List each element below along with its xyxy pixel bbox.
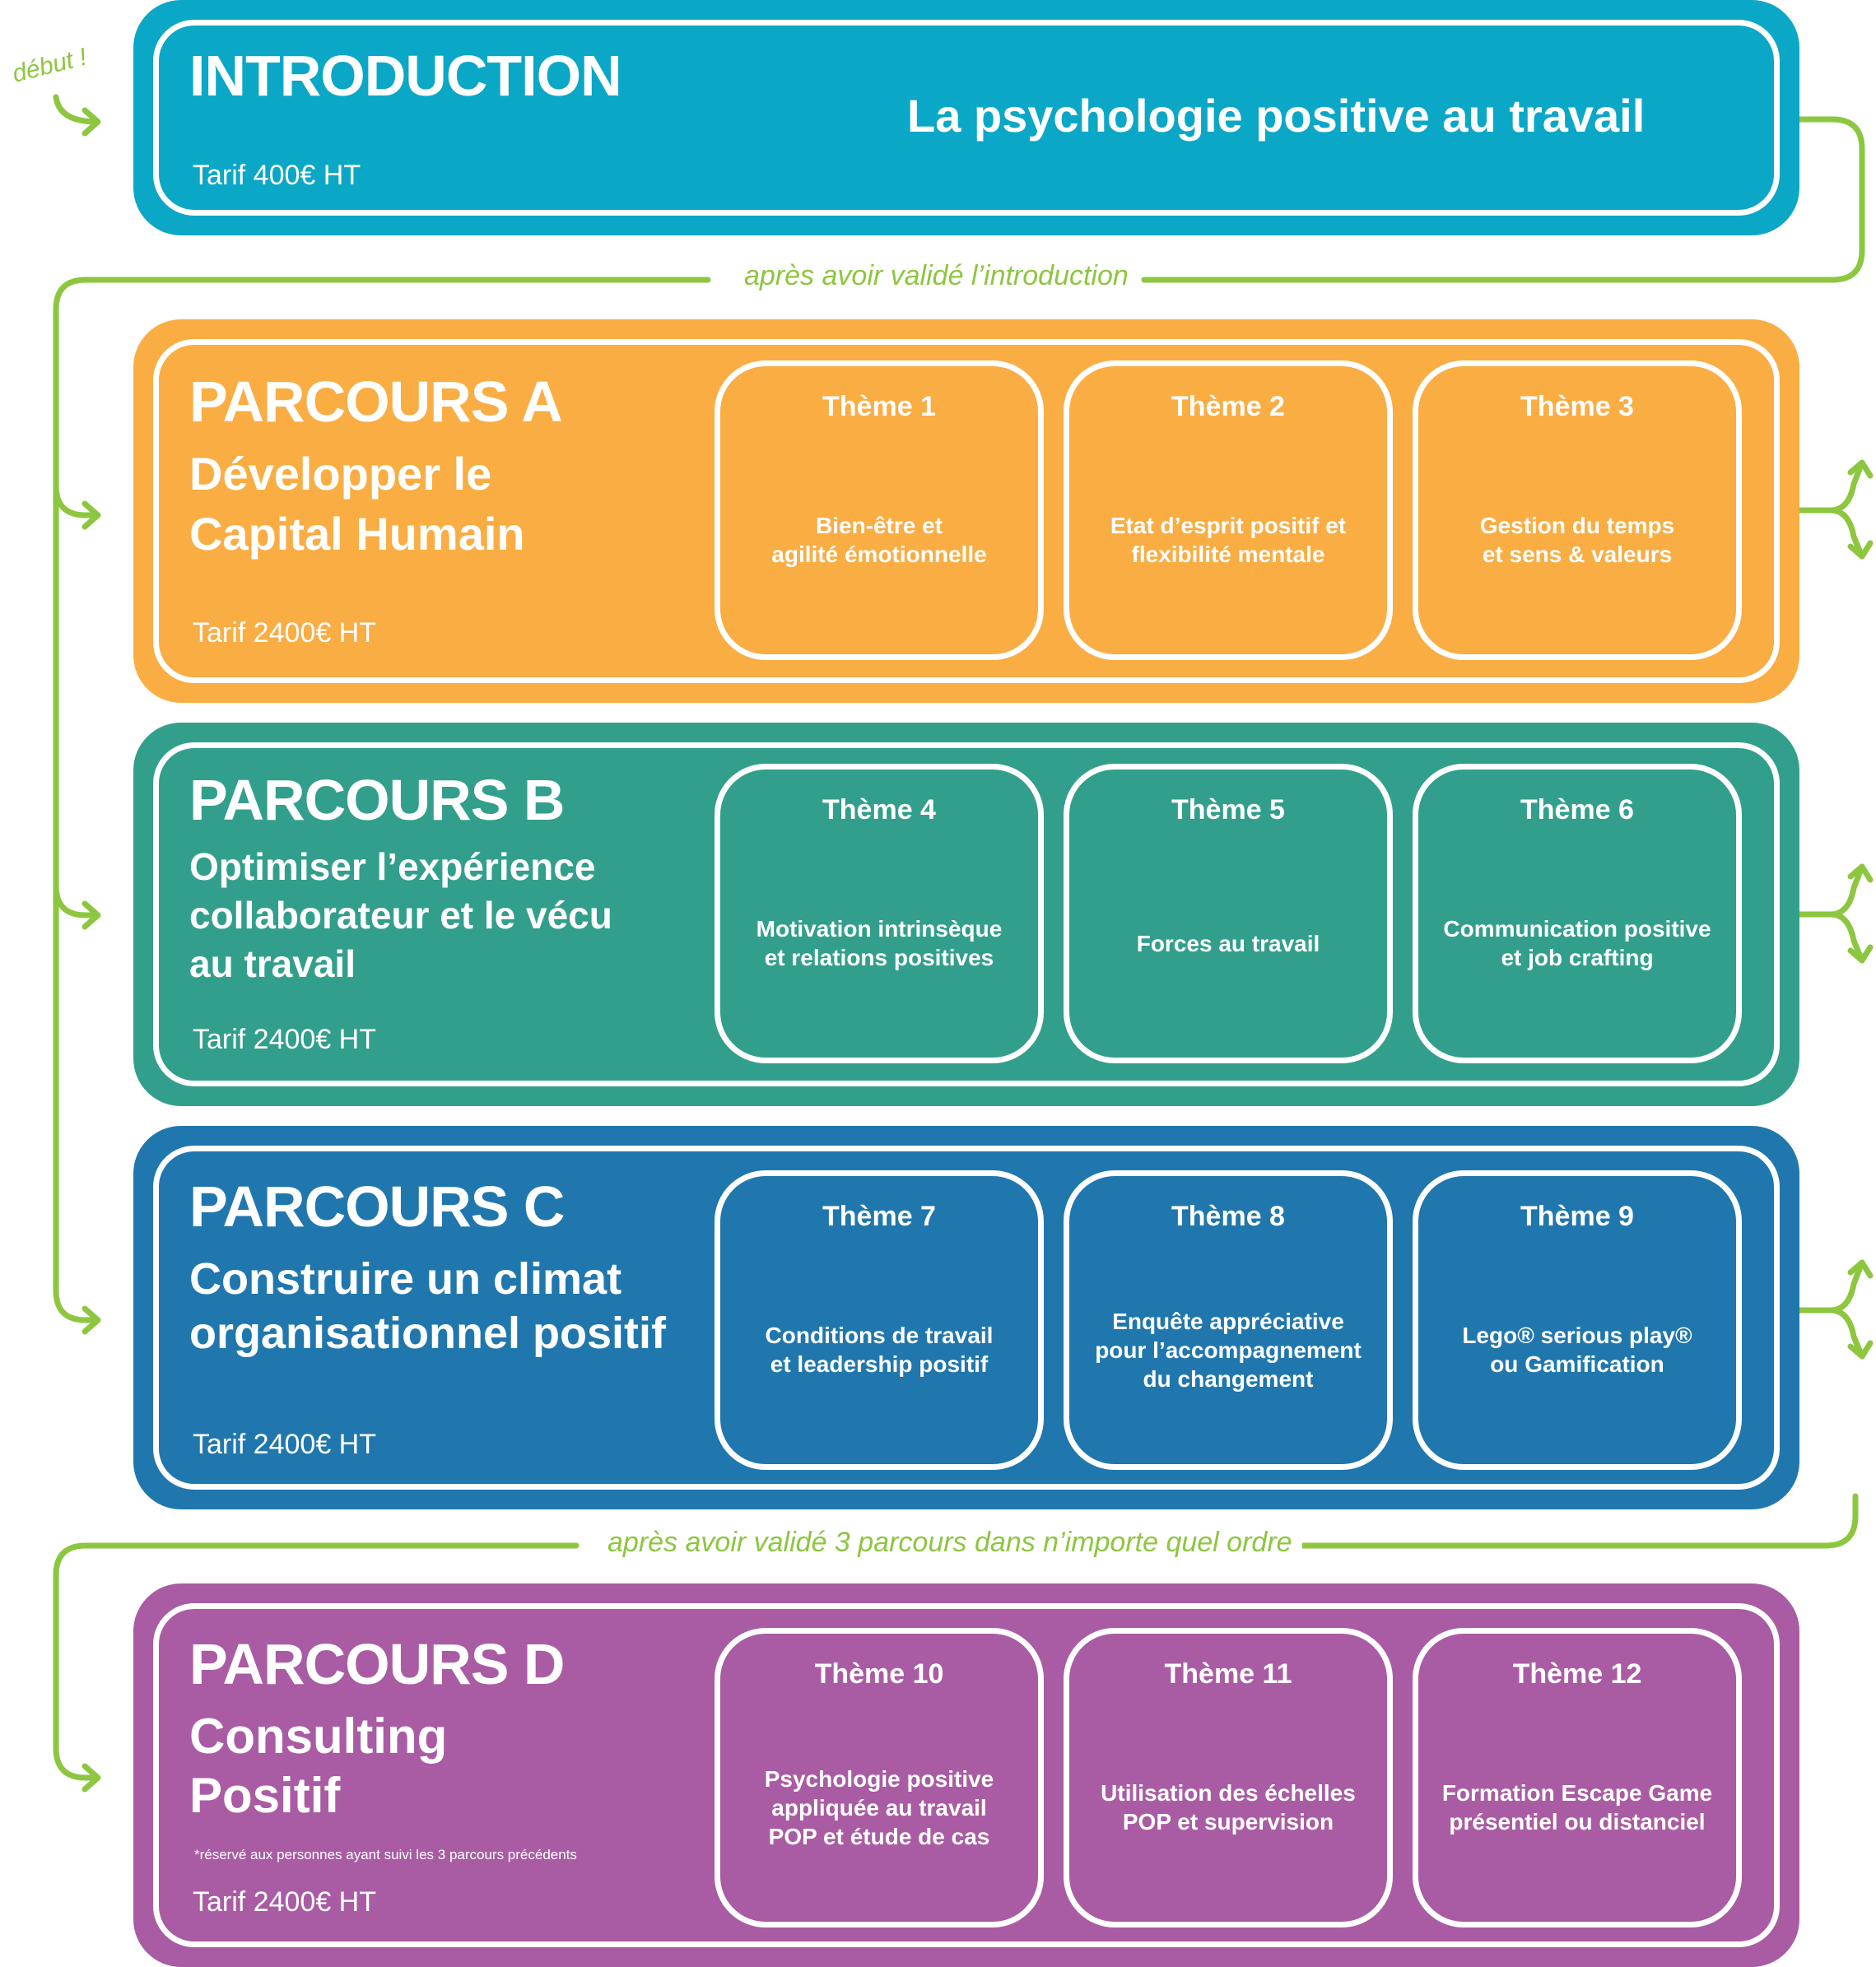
theme-description: Enquête appréciative pour l’accompagneme…	[1095, 1308, 1362, 1392]
parcours-d-note: *réservé aux personnes ayant suivi les 3…	[194, 1847, 577, 1862]
theme-label: Thème 9	[1520, 1201, 1634, 1232]
theme-label: Thème 2	[1171, 391, 1285, 422]
theme-label: Thème 7	[822, 1201, 936, 1232]
start-label: début !	[10, 43, 91, 87]
arrow-head-b	[81, 900, 101, 930]
start-arrow	[53, 94, 100, 125]
split-arrow-c	[1796, 1259, 1865, 1360]
start-arrow-head	[81, 107, 101, 137]
connector-c-right	[1273, 1493, 1859, 1549]
theme-description: Utilisation des échelles POP et supervis…	[1101, 1780, 1356, 1834]
split-arrow-b	[1796, 863, 1865, 964]
theme-card-2: Thème 2 Etat d’esprit positif et flexibi…	[1064, 360, 1393, 660]
theme-card-3: Thème 3 Gestion du temps et sens & valeu…	[1413, 360, 1742, 660]
theme-description: Forces au travail	[1136, 930, 1320, 956]
parcours-b-title: PARCOURS B	[189, 768, 565, 832]
parcours-b-tarif: Tarif 2400€ HT	[193, 1024, 376, 1055]
theme-card-5: Thème 5 Forces au travail	[1064, 764, 1393, 1063]
parcours-c-title: PARCOURS C	[189, 1174, 565, 1239]
parcours-a-subtitle: Développer le Capital Humain	[189, 448, 525, 560]
arrow-head-a	[81, 500, 101, 530]
parcours-c-tarif: Tarif 2400€ HT	[193, 1429, 376, 1460]
theme-description: Gestion du temps et sens & valeurs	[1479, 513, 1675, 567]
intro-tarif: Tarif 400€ HT	[193, 160, 361, 191]
theme-description: Communication positive et job crafting	[1443, 916, 1711, 970]
parcours-d-title: PARCOURS D	[189, 1632, 565, 1696]
split-arrow-c-heads	[1847, 1259, 1874, 1360]
parcours-d-tarif: Tarif 2400€ HT	[193, 1886, 376, 1918]
parcours-d-block: PARCOURS D Consulting Positif *réservé a…	[133, 1583, 1799, 1967]
theme-label: Thème 12	[1512, 1658, 1642, 1690]
theme-label: Thème 1	[822, 391, 936, 422]
theme-label: Thème 4	[822, 794, 936, 825]
intro-block: INTRODUCTION La psychologie positive au …	[133, 0, 1799, 235]
theme-description: Formation Escape Game présentiel ou dist…	[1441, 1780, 1713, 1834]
theme-label: Thème 10	[814, 1658, 944, 1690]
parcours-a-inner-frame	[153, 339, 1780, 683]
connector-d-left	[53, 1542, 580, 1781]
parcours-a-title: PARCOURS A	[189, 370, 563, 434]
theme-label: Thème 5	[1171, 794, 1285, 825]
theme-card-8: Thème 8 Enquête appréciative pour l’acco…	[1064, 1170, 1393, 1470]
split-arrow-b-heads	[1847, 863, 1874, 964]
theme-label: Thème 3	[1520, 391, 1634, 422]
connector-1-label: après avoir validé l’introduction	[734, 260, 1138, 292]
theme-description: Etat d’esprit positif et flexibilité men…	[1110, 513, 1347, 567]
arrow-head-c	[81, 1305, 101, 1335]
parcours-b-inner-frame	[153, 742, 1780, 1086]
theme-description: Motivation intrinsèque et relations posi…	[756, 916, 1003, 970]
theme-description: Lego® serious play® ou Gamification	[1462, 1323, 1692, 1377]
theme-card-6: Thème 6 Communication positive et job cr…	[1413, 764, 1742, 1063]
parcours-a-tarif: Tarif 2400€ HT	[193, 617, 376, 649]
parcours-c-block: PARCOURS C Construire un climat organisa…	[133, 1126, 1799, 1509]
theme-card-1: Thème 1 Bien-être et agilité émotionnell…	[715, 360, 1044, 660]
intro-subtitle: La psychologie positive au travail	[907, 90, 1646, 142]
arrow-head-d	[81, 1763, 101, 1793]
intro-title: INTRODUCTION	[189, 44, 622, 108]
theme-card-7: Thème 7 Conditions de travail et leaders…	[715, 1170, 1044, 1470]
parcours-c-subtitle: Construire un climat organisationnel pos…	[189, 1254, 667, 1358]
branch-to-b	[53, 882, 100, 918]
theme-label: Thème 8	[1171, 1201, 1285, 1232]
branch-to-a	[53, 482, 100, 518]
intro-inner-frame	[153, 20, 1780, 216]
theme-description: Bien-être et agilité émotionnelle	[771, 513, 987, 567]
theme-label: Thème 6	[1520, 794, 1634, 825]
connector-intro-right	[1141, 116, 1865, 283]
parcours-b-subtitle: Optimiser l’expérience collaborateur et …	[189, 845, 612, 985]
split-arrow-a-heads	[1847, 459, 1874, 560]
connector-2-label: après avoir validé 3 parcours dans n’imp…	[598, 1527, 1302, 1559]
theme-description: Psychologie positive appliquée au travai…	[764, 1765, 994, 1849]
theme-card-9: Thème 9 Lego® serious play® ou Gamificat…	[1413, 1170, 1742, 1470]
theme-card-10: Thème 10 Psychologie positive appliquée …	[715, 1628, 1044, 1927]
parcours-d-subtitle: Consulting Positif	[189, 1709, 448, 1823]
theme-label: Thème 11	[1164, 1658, 1292, 1690]
connector-intro-left	[53, 277, 711, 1323]
split-arrow-a	[1796, 459, 1865, 560]
parcours-a-block: PARCOURS A Développer le Capital Humain …	[133, 319, 1799, 703]
parcours-c-inner-frame	[153, 1146, 1780, 1490]
theme-card-4: Thème 4 Motivation intrinsèque et relati…	[715, 764, 1044, 1063]
theme-description: Conditions de travail et leadership posi…	[765, 1323, 994, 1377]
parcours-b-block: PARCOURS B Optimiser l’expérience collab…	[133, 723, 1799, 1106]
theme-card-11: Thème 11 Utilisation des échelles POP et…	[1064, 1628, 1393, 1927]
parcours-d-inner-frame	[153, 1603, 1780, 1947]
theme-card-12: Thème 12 Formation Escape Game présentie…	[1413, 1628, 1742, 1927]
